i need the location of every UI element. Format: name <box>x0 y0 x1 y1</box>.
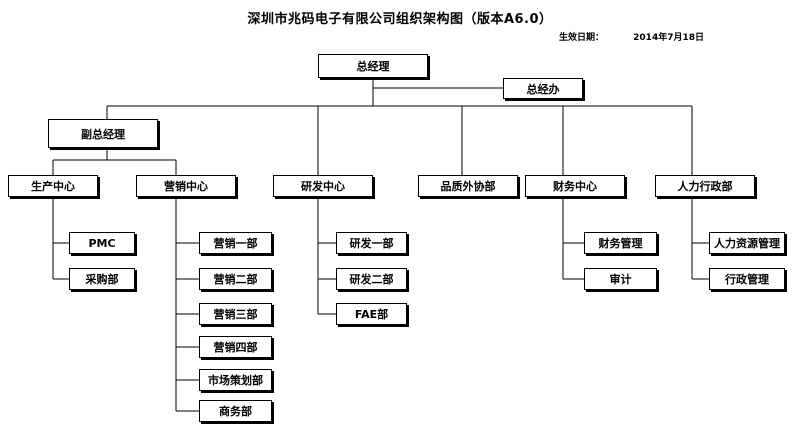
node-rnd-2: 研发二部 <box>336 268 407 290</box>
node-pmc: PMC <box>69 232 135 254</box>
node-market-planning: 市场策划部 <box>199 369 272 391</box>
node-finance-management: 财务管理 <box>584 232 657 254</box>
node-finance-center: 财务中心 <box>525 175 625 197</box>
node-business-affairs: 商务部 <box>199 400 272 422</box>
node-marketing-3: 营销三部 <box>199 303 272 325</box>
node-marketing-4: 营销四部 <box>199 336 272 358</box>
node-hr-admin-dept: 人力行政部 <box>655 175 755 197</box>
effective-date-label: 生效日期： <box>559 33 605 43</box>
node-production-center: 生产中心 <box>8 175 98 197</box>
node-rnd-center: 研发中心 <box>273 175 373 197</box>
node-marketing-2: 营销二部 <box>199 268 272 290</box>
node-fae: FAE部 <box>336 303 407 325</box>
chart-title: 深圳市兆码电子有限公司组织架构图（版本A6.0） <box>247 12 553 27</box>
node-ceo-office: 总经办 <box>503 78 583 99</box>
node-marketing-center: 营销中心 <box>136 175 236 197</box>
effective-date: 生效日期： 2014年7月18日 <box>559 30 704 43</box>
node-purchasing: 采购部 <box>69 268 135 290</box>
effective-date-value: 2014年7月18日 <box>633 33 704 43</box>
node-quality-dept: 品质外协部 <box>418 175 518 197</box>
node-rnd-1: 研发一部 <box>336 232 407 254</box>
node-administration: 行政管理 <box>709 268 785 290</box>
node-ceo: 总经理 <box>318 54 428 78</box>
node-vp: 副总经理 <box>48 119 158 148</box>
node-human-resources: 人力资源管理 <box>709 232 785 254</box>
node-audit: 审计 <box>584 268 657 290</box>
node-marketing-1: 营销一部 <box>199 232 272 254</box>
